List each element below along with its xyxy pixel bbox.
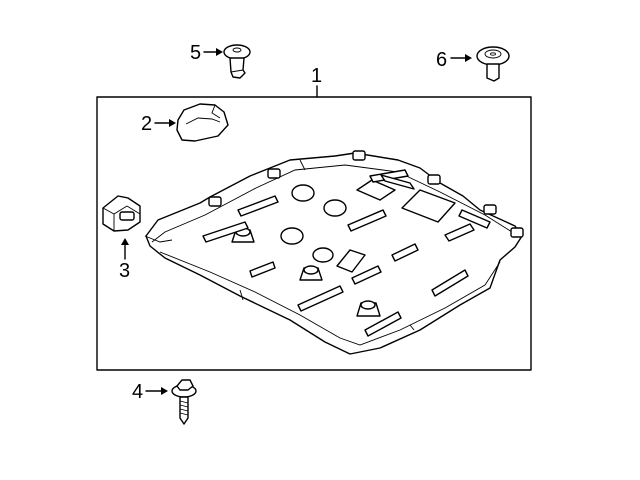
callout-3: 3: [119, 260, 130, 282]
leader-arrow-3: [121, 238, 129, 245]
rivet-icon: [223, 44, 251, 79]
assembly-frame: [96, 96, 532, 371]
callout-2: 2: [141, 113, 152, 135]
clip-icon: [102, 195, 141, 232]
callout-5: 5: [190, 42, 201, 64]
push-retainer-icon: [476, 46, 510, 82]
screw-icon: [171, 379, 197, 425]
leader-arrow-4: [161, 387, 168, 395]
leader-arrow-5: [216, 48, 223, 56]
callout-4: 4: [132, 381, 143, 403]
splash-shield-icon: [144, 150, 524, 355]
bracket-icon: [176, 103, 229, 142]
callout-1: 1: [311, 65, 322, 87]
leader-arrow-2: [169, 119, 176, 127]
leader-arrow-6: [465, 54, 472, 62]
callout-6: 6: [436, 49, 447, 71]
